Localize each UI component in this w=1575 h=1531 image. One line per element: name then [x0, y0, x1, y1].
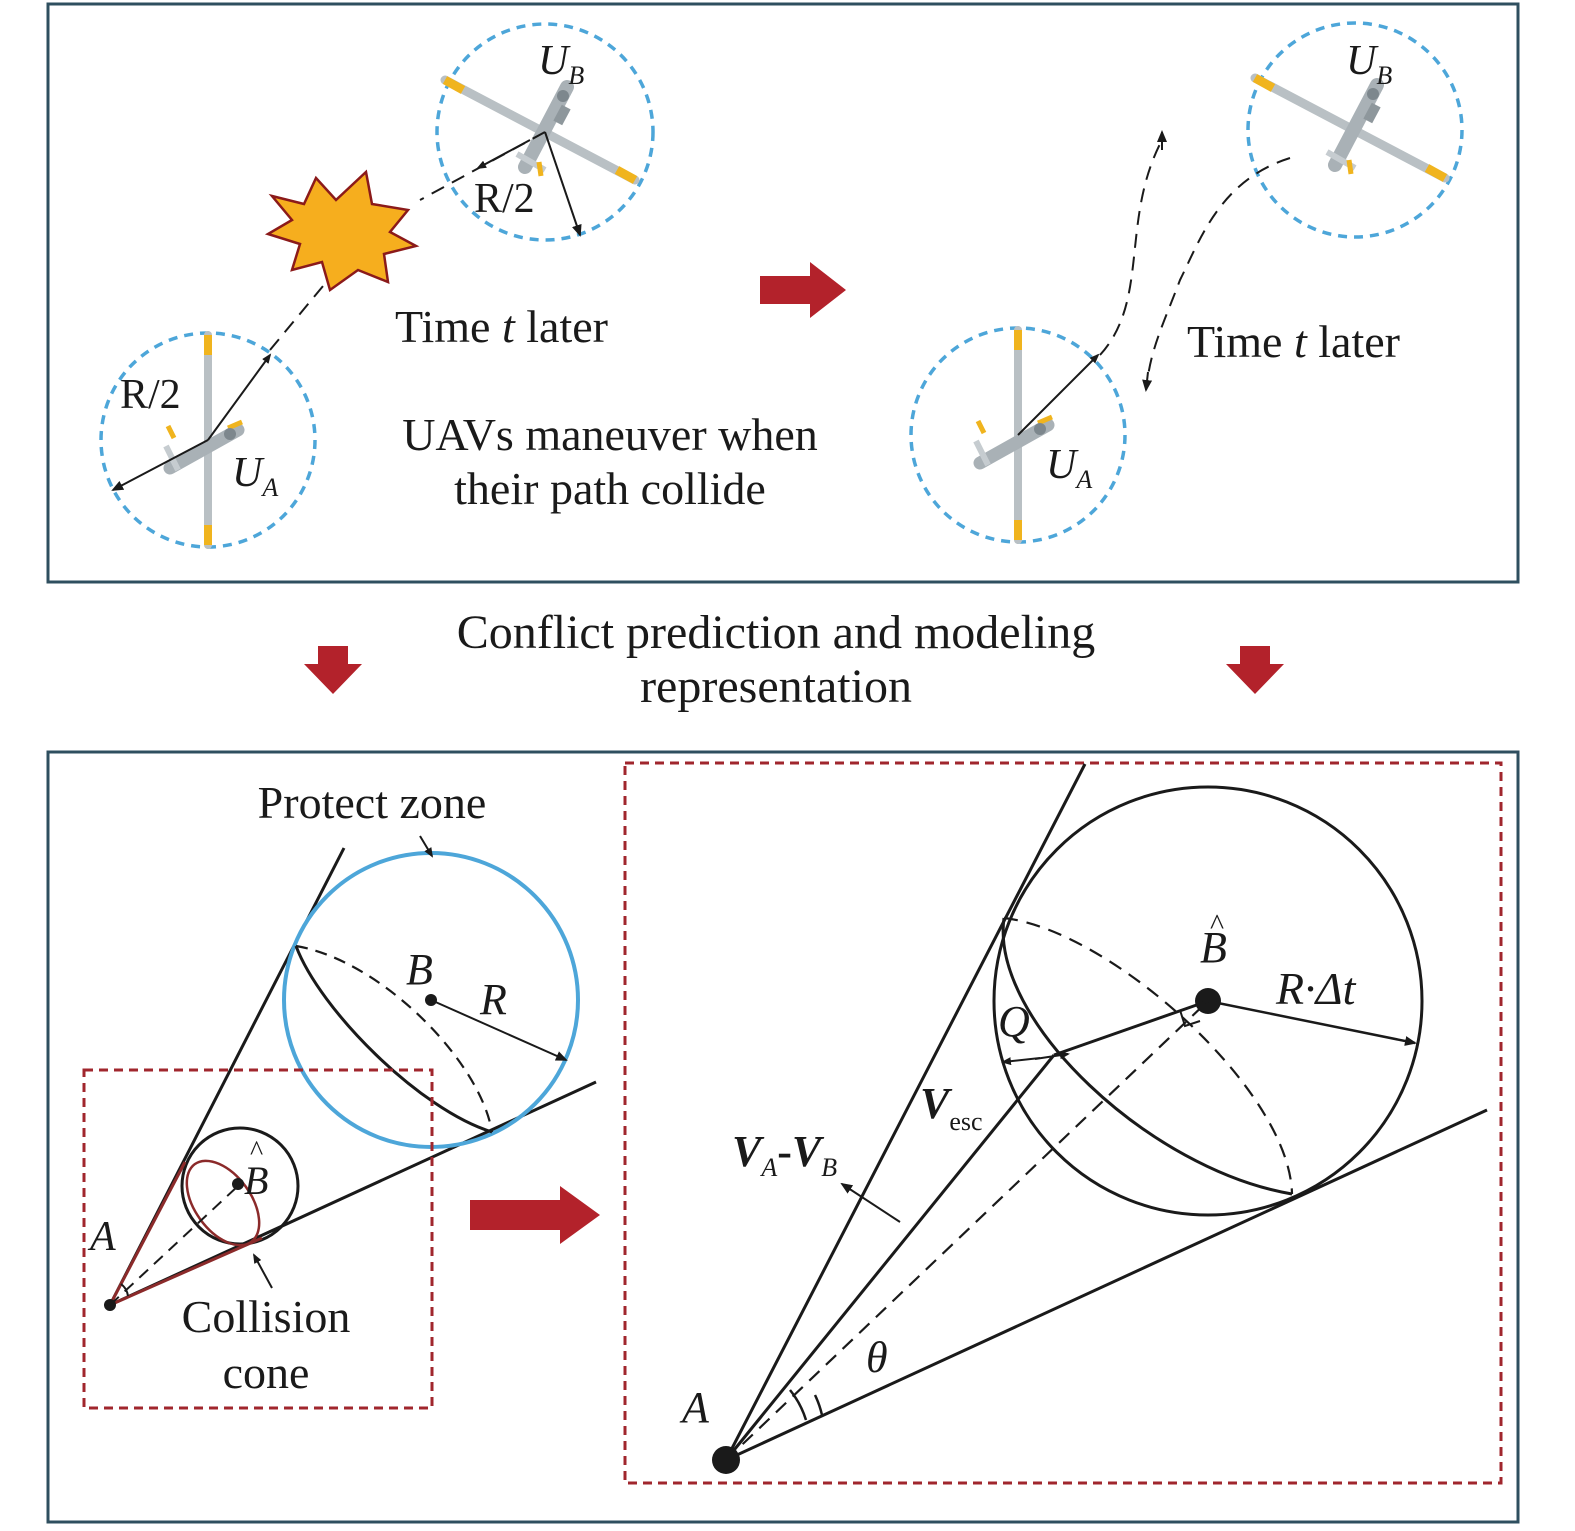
b-hat-left-caret: ^	[250, 1136, 263, 1167]
zoom-arrow	[470, 1186, 600, 1244]
transition-arrow-top	[760, 262, 846, 318]
zoom-region-left	[82, 1068, 434, 1410]
time-suffix-right: later	[1307, 316, 1400, 367]
svg-text:UB: UB	[538, 38, 584, 90]
v-rel-a-sub: A	[759, 1153, 777, 1182]
time-var-left: t	[502, 301, 516, 352]
uav-a-right	[909, 328, 1127, 542]
bottom-panel-frame	[46, 750, 1520, 1524]
down-arrow-right	[1226, 646, 1284, 694]
point-a-right-label: A	[679, 1383, 710, 1432]
ub-right-sub: B	[1376, 61, 1392, 90]
collision-label-line1: Collision	[182, 1291, 351, 1342]
point-a-left-label: A	[87, 1214, 116, 1260]
avoidance-path-a	[1099, 139, 1163, 356]
theta-label: θ	[866, 1333, 888, 1382]
time-suffix-left: later	[515, 301, 608, 352]
collision-cone-figure	[104, 835, 597, 1311]
svg-text:VA-VB: VA-VB	[732, 1127, 837, 1182]
v-esc-label: V	[920, 1079, 953, 1128]
radius-a-label: R/2	[120, 372, 181, 418]
protect-zone-label: Protect zone	[258, 777, 487, 828]
b-hat-right-caret: ^	[1210, 908, 1224, 941]
v-esc-sub: esc	[949, 1107, 982, 1136]
svg-text:Time t later: Time t later	[1187, 316, 1400, 367]
b-hat-right-label: B	[1200, 923, 1227, 972]
svg-text:Time t later: Time t later	[395, 301, 608, 352]
avoidance-path-b	[1146, 157, 1291, 386]
uav-b-left	[435, 22, 655, 242]
uav-a-left	[99, 333, 317, 547]
top-panel-frame	[46, 2, 1520, 584]
velocity-obstacle-figure	[712, 763, 1488, 1474]
radius-b-label: R/2	[474, 176, 535, 222]
svg-text:Vesc: Vesc	[920, 1079, 983, 1136]
ub-left-label: U	[538, 38, 571, 84]
ub-left-sub: B	[568, 61, 584, 90]
v-rel-a: V	[732, 1127, 765, 1176]
svg-text:UB: UB	[1346, 38, 1392, 90]
collision-explosion-icon	[264, 169, 420, 293]
time-var-right: t	[1294, 316, 1308, 367]
point-q-label: Q	[998, 997, 1030, 1046]
time-label-left: Time	[395, 301, 502, 352]
radius-r-label: R	[479, 975, 507, 1024]
ua-right-label: U	[1046, 442, 1079, 488]
middle-line2: representation	[640, 660, 912, 713]
ub-right-label: U	[1346, 38, 1379, 84]
radius-dt-label: R·Δt	[1275, 963, 1357, 1014]
v-rel-dash: -	[777, 1127, 792, 1176]
middle-line1: Conflict prediction and modeling	[457, 606, 1096, 659]
collision-label-line2: cone	[223, 1347, 310, 1398]
down-arrow-left	[304, 646, 362, 694]
ua-left-sub: A	[260, 473, 278, 502]
point-b-label: B	[406, 945, 433, 994]
svg-text:UA: UA	[232, 450, 278, 502]
b-hat-left-label: B	[244, 1158, 268, 1203]
uav-b-right	[1246, 21, 1464, 239]
v-rel-b-sub: B	[821, 1153, 837, 1182]
caption-line2: their path collide	[454, 463, 766, 514]
v-rel-b: V	[792, 1127, 825, 1176]
zoom-region-right	[623, 761, 1503, 1485]
ua-left-label: U	[232, 450, 265, 496]
caption-line1: UAVs maneuver when	[402, 409, 818, 460]
trajectory-a-to-explosion	[269, 279, 329, 351]
ua-right-sub: A	[1074, 465, 1092, 494]
svg-text:UA: UA	[1046, 442, 1092, 494]
time-label-right: Time	[1187, 316, 1294, 367]
